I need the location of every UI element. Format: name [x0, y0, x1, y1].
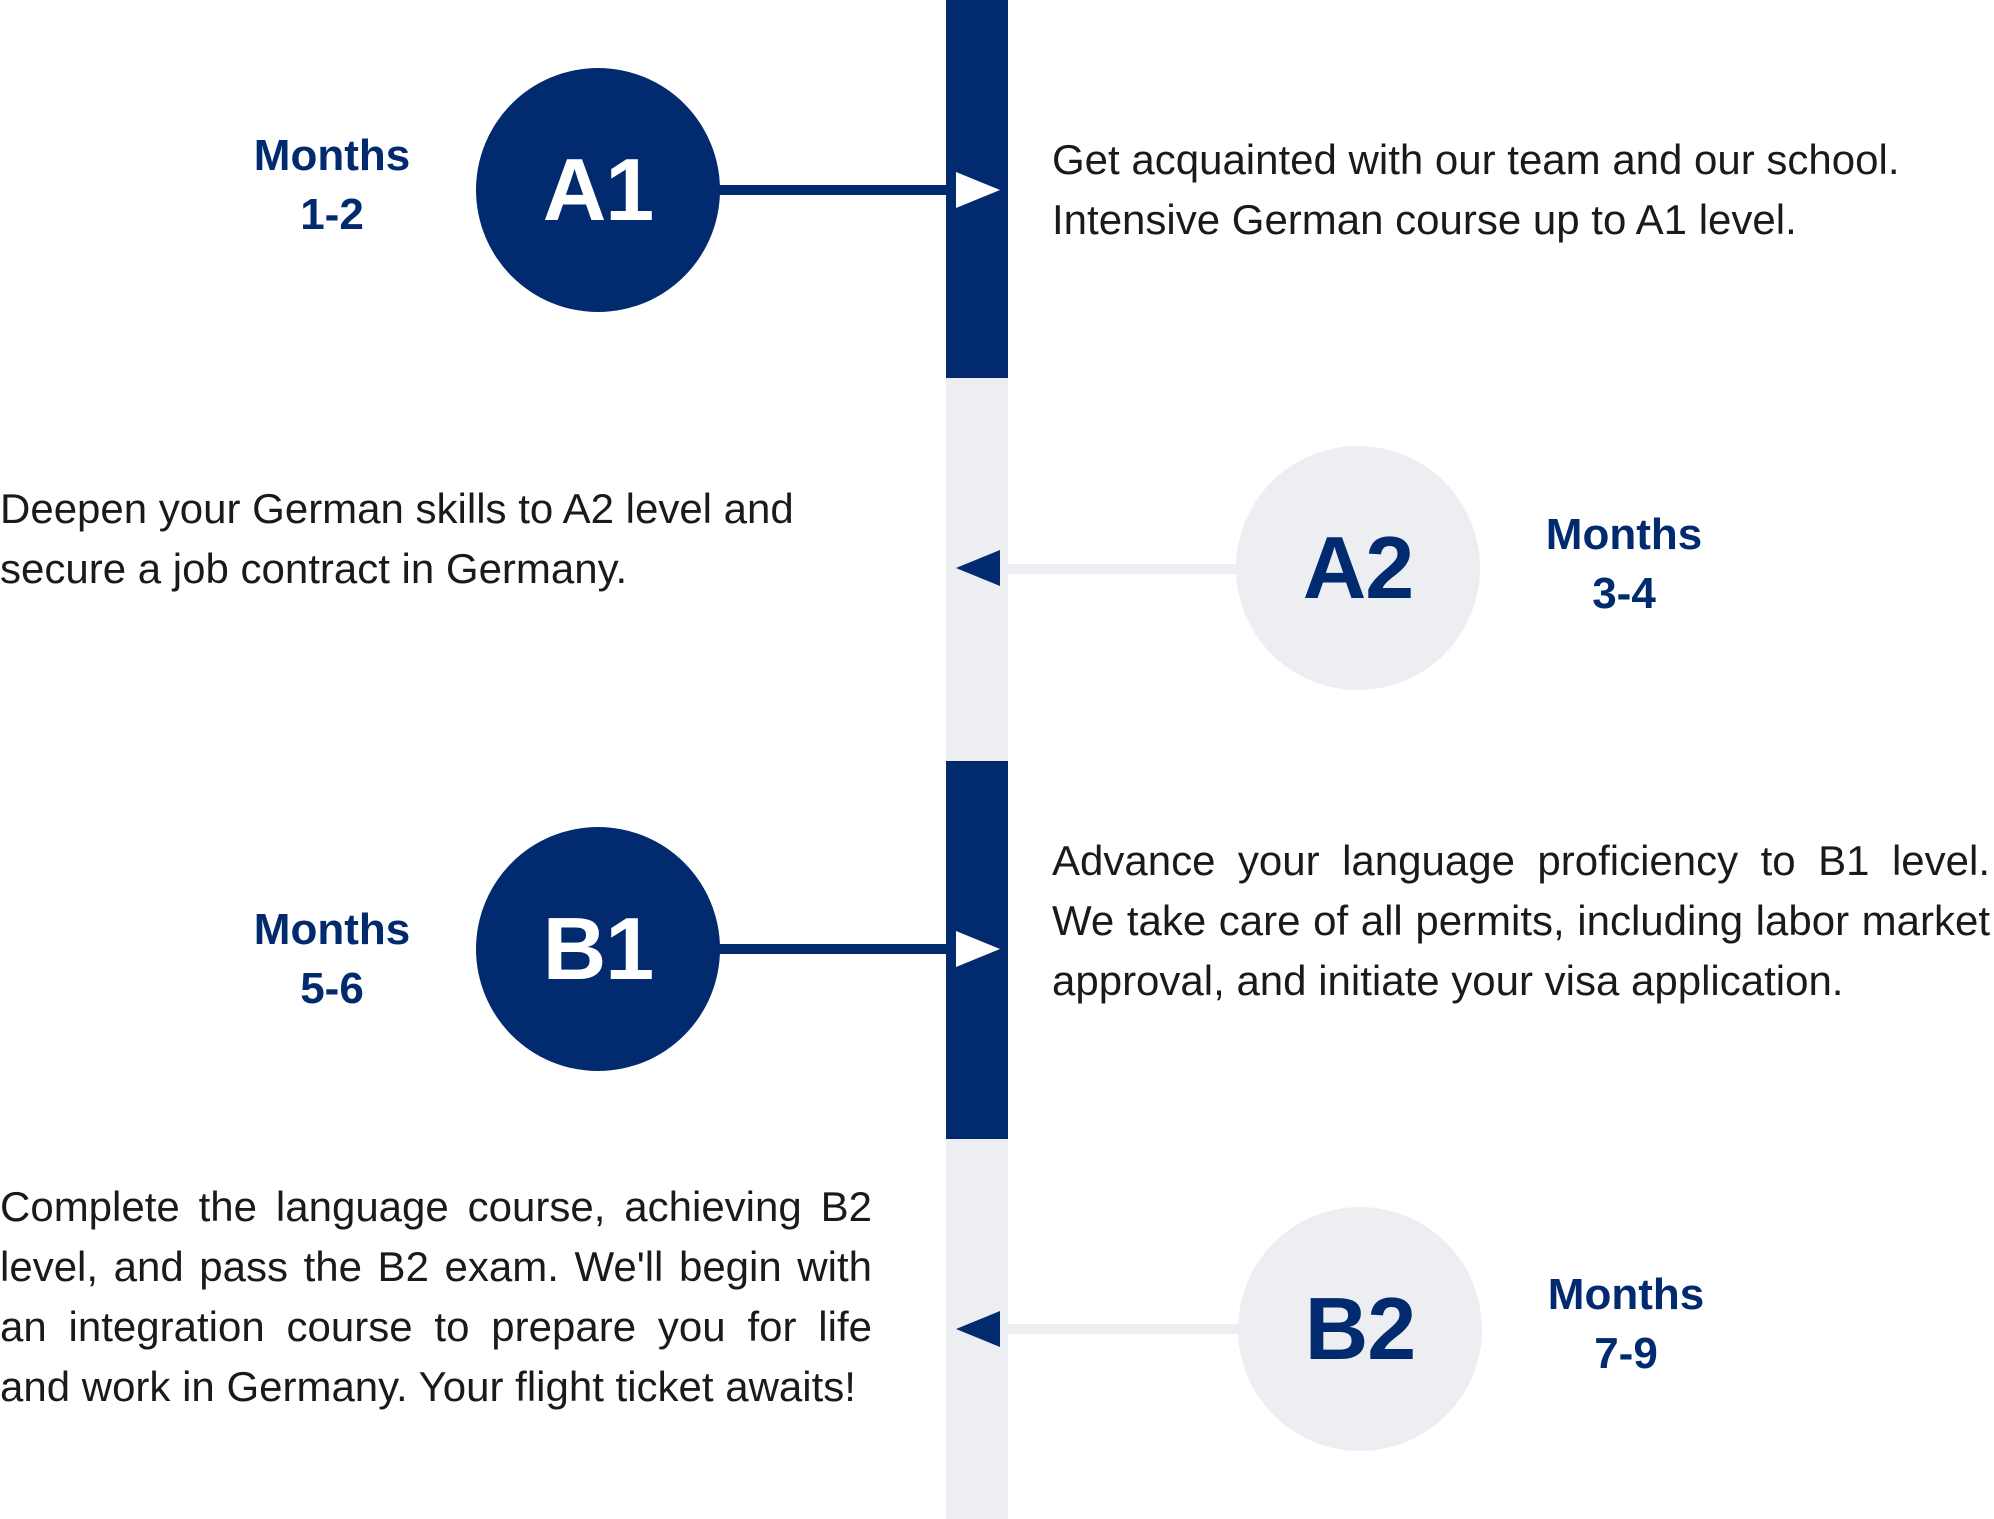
connector-line-b1	[700, 944, 952, 954]
months-label-a2: Months 3-4	[1514, 505, 1734, 623]
step-description-a1: Get acquainted with our team and our sch…	[1052, 136, 1900, 243]
connector-line-b2	[1005, 1324, 1245, 1334]
triangle-right-icon	[956, 172, 1000, 208]
step-description-b2: Complete the language course, achieving …	[0, 1183, 872, 1410]
months-range: 7-9	[1594, 1329, 1658, 1378]
months-word: Months	[1547, 1270, 1705, 1319]
level-circle-a2: A2	[1236, 446, 1480, 690]
level-label: B1	[542, 899, 654, 998]
months-word: Months	[253, 905, 411, 954]
connector-line-a1	[700, 185, 952, 195]
triangle-left-icon	[956, 1311, 1000, 1347]
months-label-b2: Months 7-9	[1516, 1265, 1736, 1383]
level-circle-b1: B1	[476, 827, 720, 1071]
months-range: 5-6	[300, 964, 364, 1013]
level-circle-b2: B2	[1238, 1207, 1482, 1451]
months-word: Months	[253, 131, 411, 180]
level-circle-a1: A1	[476, 68, 720, 312]
step-description-b1: Advance your language proficiency to B1 …	[1052, 837, 1990, 1004]
months-label-a1: Months 1-2	[222, 126, 442, 244]
triangle-left-icon	[956, 550, 1000, 586]
connector-line-a2	[1005, 564, 1245, 574]
level-label: B2	[1304, 1279, 1416, 1378]
step-description-a2: Deepen your German skills to A2 level an…	[0, 485, 794, 592]
level-label: A2	[1302, 518, 1414, 617]
triangle-right-icon	[956, 931, 1000, 967]
level-label: A1	[542, 140, 654, 239]
months-range: 3-4	[1592, 569, 1656, 618]
months-word: Months	[1545, 510, 1703, 559]
months-range: 1-2	[300, 190, 364, 239]
months-label-b1: Months 5-6	[222, 900, 442, 1018]
